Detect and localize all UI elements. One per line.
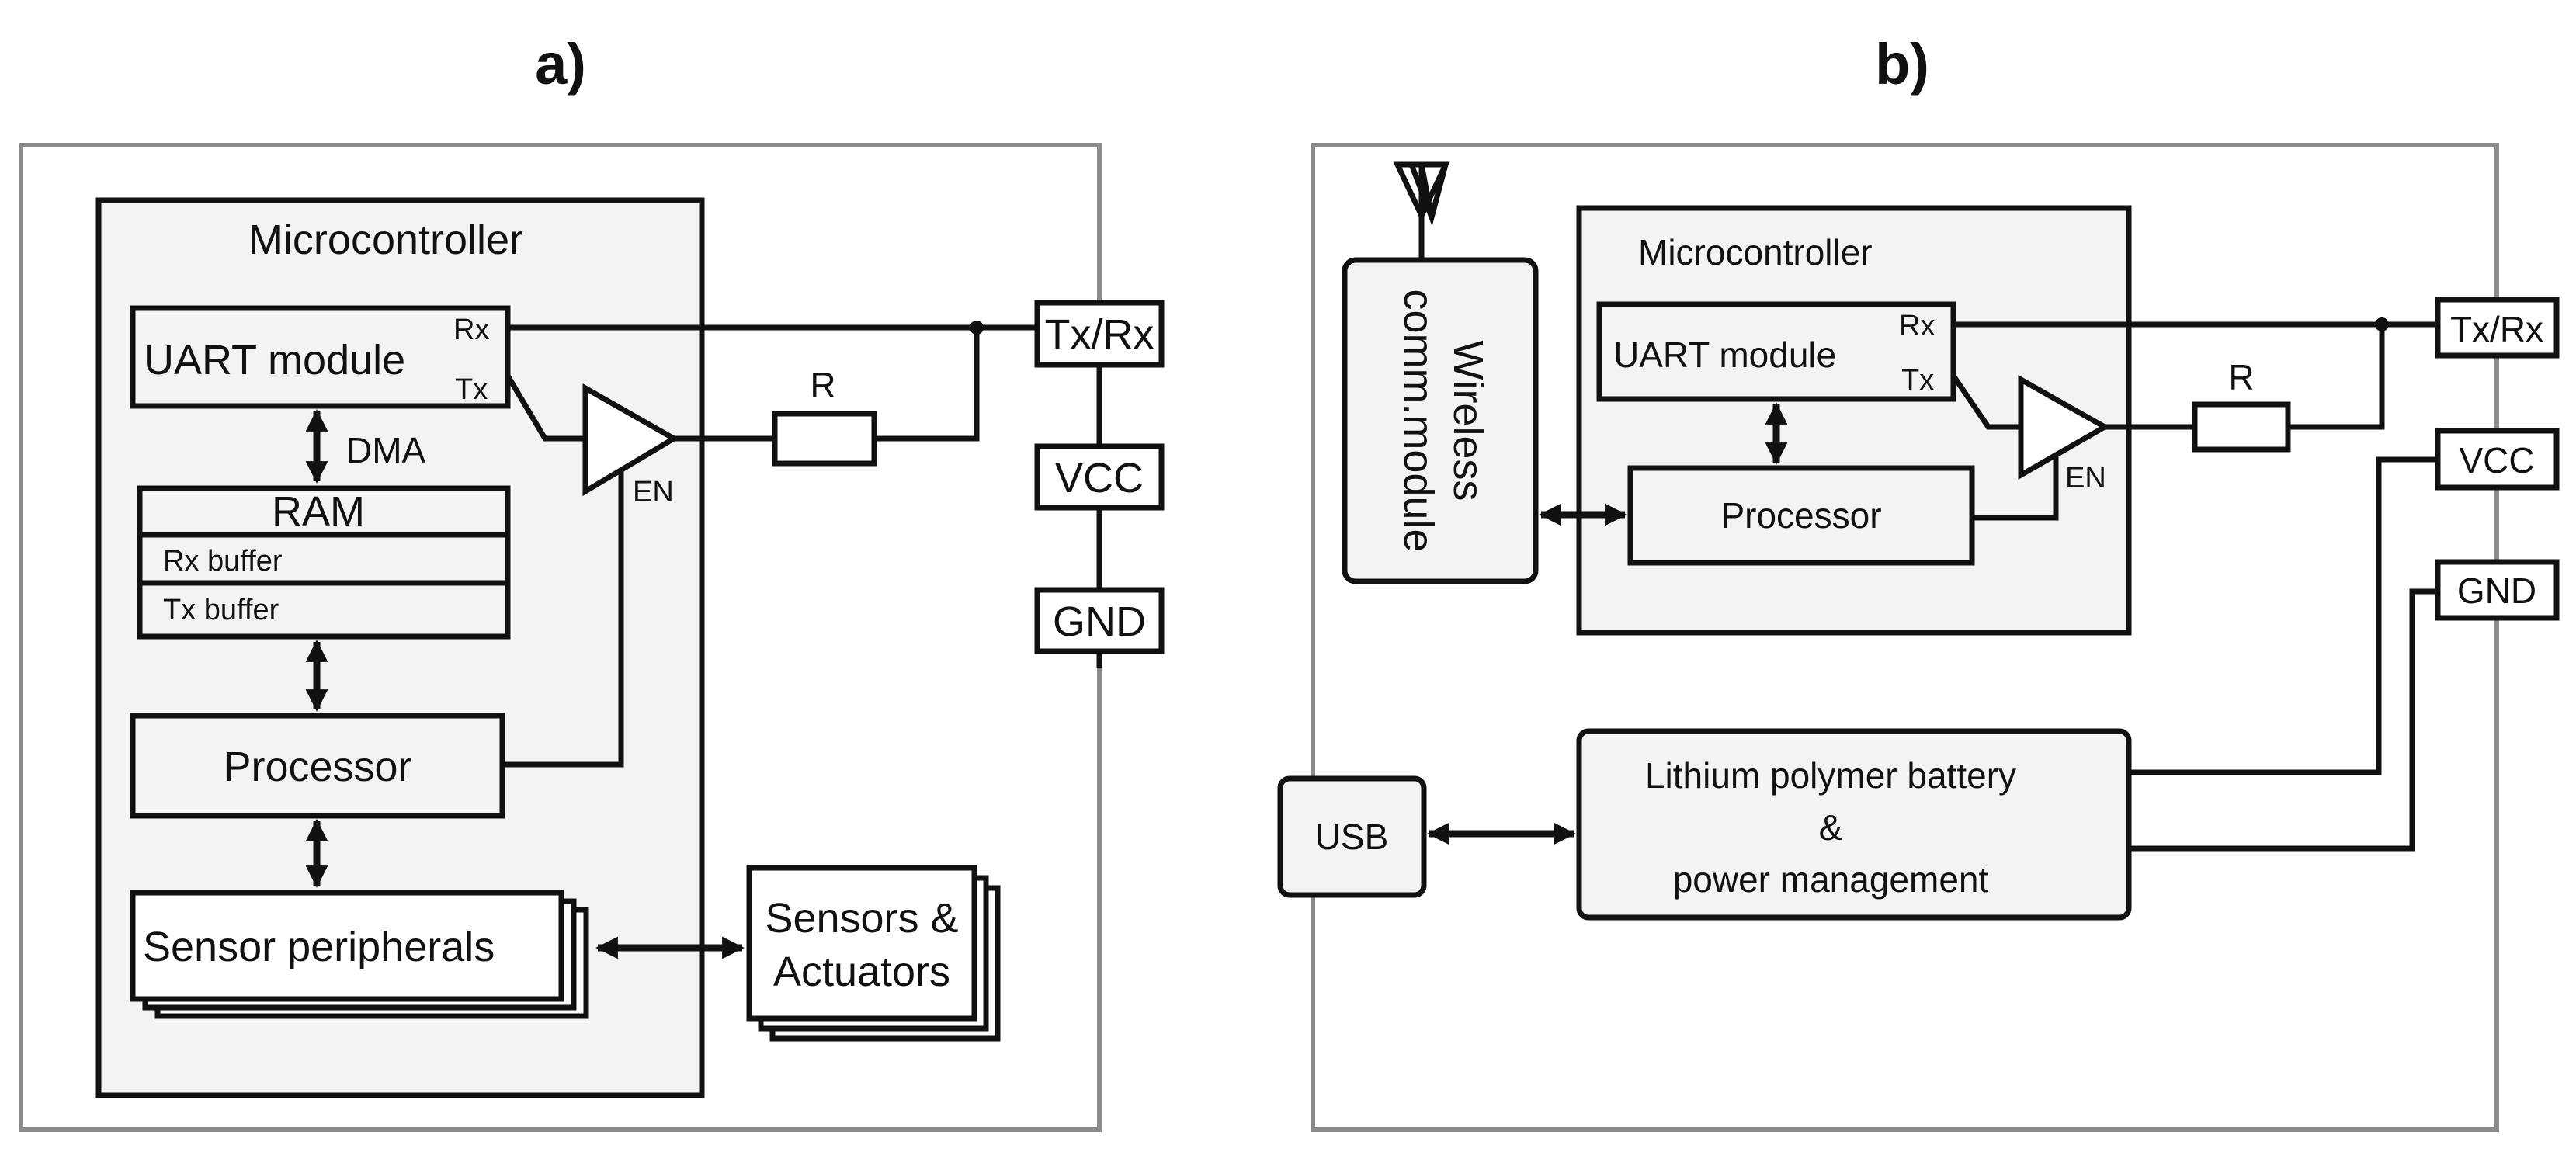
txrx-connector-b: [2435, 297, 2560, 359]
resistor: [772, 411, 877, 467]
sensor-peripherals-label: Sensor peripherals: [143, 924, 495, 970]
resistor-label: R: [810, 365, 835, 405]
microcontroller-label-b: Microcontroller: [1638, 232, 1873, 272]
vcc-connector-label: VCC: [1055, 455, 1144, 501]
uart-tx-pin-label-b: Tx: [1901, 364, 1934, 397]
gnd-connector-label: GND: [1053, 598, 1146, 645]
txrx-connector-label: Tx/Rx: [1045, 311, 1154, 358]
wireless-label-line1: Wireless: [1445, 340, 1491, 501]
battery-power-management: [1576, 728, 2132, 921]
uart-module-label-b: UART module: [1613, 335, 1836, 375]
vcc-connector: [1034, 443, 1165, 511]
tx-wire-b: [1951, 374, 2022, 430]
ram-label: RAM: [272, 488, 365, 535]
battery-label-line1: Lithium polymer battery: [1645, 755, 2016, 796]
gnd-connector: [1034, 587, 1165, 654]
panel-a-title: a): [535, 32, 586, 96]
usb-label: USB: [1315, 817, 1389, 857]
tristate-buffer: [582, 383, 679, 497]
gnd-connector-b: [2435, 559, 2560, 621]
processor-label-b: Processor: [1720, 495, 1881, 536]
microcontroller-label: Microcontroller: [248, 217, 523, 263]
battery-label-line3: power management: [1673, 859, 1989, 900]
sensors-label-line1: Sensors &: [765, 895, 958, 942]
gnd-connector-label-b: GND: [2457, 571, 2536, 611]
sensor-peripherals-box: [130, 890, 564, 1002]
processor-label: Processor: [223, 744, 411, 790]
panel-b: b) Wireless comm.module Microcontroller …: [1277, 32, 2560, 1132]
tristate-buffer-b: [2018, 375, 2111, 480]
buffer-en-label: EN: [633, 476, 674, 508]
rx-buffer-label: Rx buffer: [163, 545, 283, 578]
tx-buffer-label: Tx buffer: [163, 594, 279, 626]
uart-module-label: UART module: [144, 337, 405, 383]
uart-module: [130, 305, 511, 409]
dma-label: DMA: [346, 430, 426, 470]
uart-rx-pin-label-b: Rx: [1899, 310, 1935, 342]
battery-vcc-wire: [2129, 456, 2438, 775]
processor-box-b: [1627, 465, 1975, 566]
sensors-label-line2: Actuators: [773, 949, 950, 995]
panel-a: a) Microcontroller UART module Rx Tx DMA…: [19, 32, 1165, 1132]
uart-tx-pin-label: Tx: [455, 373, 488, 406]
wireless-label-line2: comm.module: [1395, 289, 1442, 552]
tx-wire: [505, 374, 587, 442]
uart-rx-pin-label: Rx: [453, 314, 489, 346]
uart-module-b: [1596, 301, 1956, 402]
txrx-connector: [1034, 300, 1165, 368]
resistor-b: [2192, 401, 2291, 453]
enable-wire-b: [1972, 454, 2059, 521]
resistor-to-node-wire: [874, 328, 980, 442]
vcc-connector-b: [2435, 428, 2560, 491]
resistor-to-node-wire-b: [2288, 324, 2385, 430]
txrx-connector-label-b: Tx/Rx: [2450, 309, 2543, 349]
buffer-en-label-b: EN: [2065, 462, 2106, 494]
panel-b-title: b): [1875, 32, 1929, 96]
battery-gnd-wire: [2129, 588, 2438, 852]
sensors-actuators-box: [746, 865, 977, 1022]
battery-label-line2: &: [1819, 807, 1843, 848]
vcc-connector-label-b: VCC: [2459, 440, 2534, 480]
enable-wire: [502, 470, 624, 768]
resistor-label-b: R: [2228, 357, 2254, 397]
usb-port: [1277, 775, 1427, 898]
wireless-module: [1342, 257, 1539, 584]
antenna-icon: [1393, 161, 1450, 260]
ram-block: [137, 485, 511, 640]
